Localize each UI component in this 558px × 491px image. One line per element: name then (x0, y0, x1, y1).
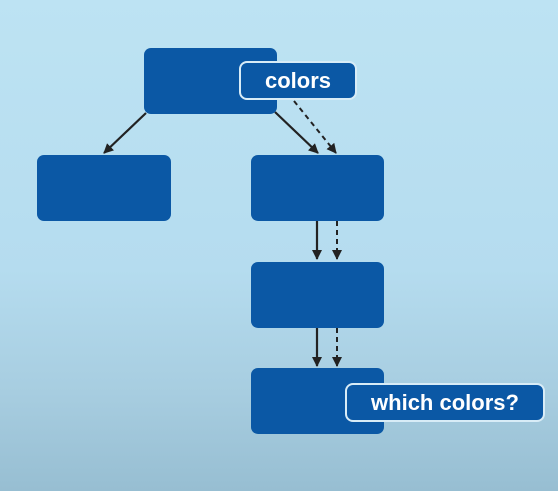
edge-root-right-dashed (293, 100, 337, 154)
node-right-child (251, 155, 384, 221)
node-middle (251, 262, 384, 328)
colors-tag: colors (239, 61, 357, 100)
which-colors-tag: which colors? (345, 383, 545, 422)
edge-root-left-solid (103, 112, 147, 154)
node-left-child (37, 155, 171, 221)
edge-root-right-solid (274, 111, 319, 154)
